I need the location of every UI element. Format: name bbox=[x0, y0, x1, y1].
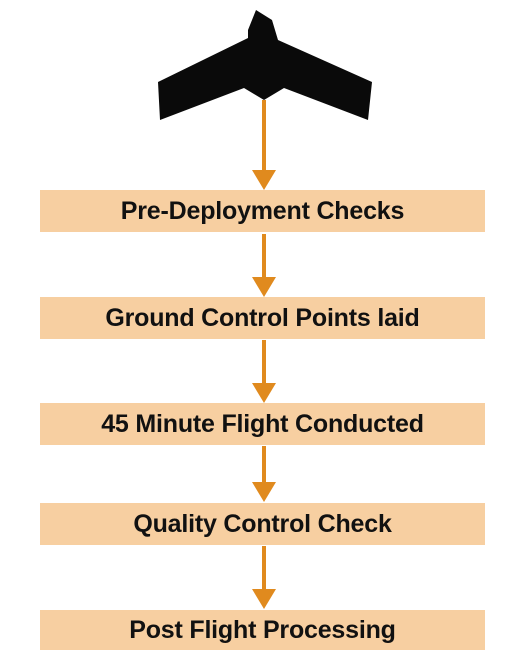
step-label: Quality Control Check bbox=[133, 509, 392, 538]
step-box-quality-control: Quality Control Check bbox=[40, 503, 485, 545]
arrow-step4-to-step5 bbox=[252, 546, 276, 609]
step-label: Ground Control Points laid bbox=[105, 303, 420, 332]
step-label: Pre-Deployment Checks bbox=[120, 196, 405, 225]
step-box-flight: 45 Minute Flight Conducted bbox=[40, 403, 485, 445]
step-label: Post Flight Processing bbox=[129, 615, 396, 644]
arrow-step3-to-step4 bbox=[252, 446, 276, 502]
arrow-step1-to-step2 bbox=[252, 234, 276, 297]
arrow-drone-to-step1 bbox=[252, 100, 276, 190]
step-box-ground-control: Ground Control Points laid bbox=[40, 297, 485, 339]
step-box-pre-deployment: Pre-Deployment Checks bbox=[40, 190, 485, 232]
fixed-wing-drone-icon bbox=[158, 10, 372, 120]
arrow-step2-to-step3 bbox=[252, 340, 276, 403]
step-label: 45 Minute Flight Conducted bbox=[101, 409, 424, 438]
step-box-post-processing: Post Flight Processing bbox=[40, 610, 485, 650]
